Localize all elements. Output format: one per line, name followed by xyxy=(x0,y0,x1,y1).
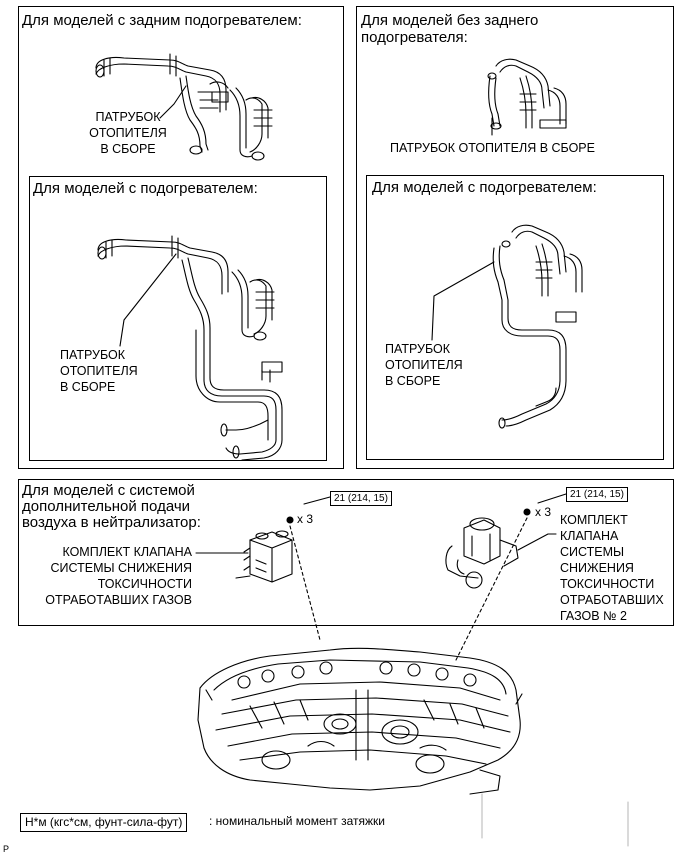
panel-air-injection-title: Для моделей с системой дополнительной по… xyxy=(22,482,201,531)
air-switching-valve-left xyxy=(195,496,331,583)
heater-hose-assembly-no-rear-sub xyxy=(492,224,583,429)
bolt-qty-left: x 3 xyxy=(297,512,314,526)
air-switching-valve-right xyxy=(445,493,567,589)
torque-legend-description: : номинальный момент затяжки xyxy=(209,814,385,828)
torque-spec-right: 21 (214, 15) xyxy=(566,487,628,502)
subpanel-no-rear-heater-title: Для моделей с подогревателем: xyxy=(372,179,597,196)
rear-heater-hose-label: ПАТРУБОК ОТОПИТЕЛЯ В СБОРЕ xyxy=(89,110,167,156)
subpanel-rear-heater-title: Для моделей с подогревателем: xyxy=(33,180,258,197)
panel-rear-heater-title: Для моделей с задним подогревателем: xyxy=(22,12,302,29)
torque-spec-left: 21 (214, 15) xyxy=(330,491,392,506)
torque-unit-legend: Н*м (кгс*см, фунт-сила-фут) xyxy=(20,813,188,832)
no-rear-heater-hose-label: ПАТРУБОК ОТОПИТЕЛЯ В СБОРЕ xyxy=(390,141,595,155)
corner-mark: P xyxy=(3,844,10,854)
subpanel-no-rear-heater-with-heater xyxy=(366,175,664,460)
panel-no-rear-heater-title: Для моделей без заднего подогревателя: xyxy=(361,12,539,46)
heater-hose-assembly-rear-sub xyxy=(97,235,283,461)
no-rear-heater-sub-hose-label: ПАТРУБОК ОТОПИТЕЛЯ В СБОРЕ xyxy=(385,342,463,388)
engine-assembly xyxy=(197,647,523,795)
subpanel-rear-heater-with-heater xyxy=(29,176,327,461)
heater-hose-assembly-rear xyxy=(95,53,273,161)
bolt-qty-right: x 3 xyxy=(535,505,552,519)
heater-hose-assembly-no-rear xyxy=(487,58,567,130)
rear-heater-sub-hose-label: ПАТРУБОК ОТОПИТЕЛЯ В СБОРЕ xyxy=(60,348,138,394)
asv-left-label: КОМПЛЕКТ КЛАПАНА СИСТЕМЫ СНИЖЕНИЯ ТОКСИЧ… xyxy=(45,545,192,607)
asv-right-label: КОМПЛЕКТ КЛАПАНА СИСТЕМЫ СНИЖЕНИЯ ТОКСИЧ… xyxy=(560,513,664,623)
